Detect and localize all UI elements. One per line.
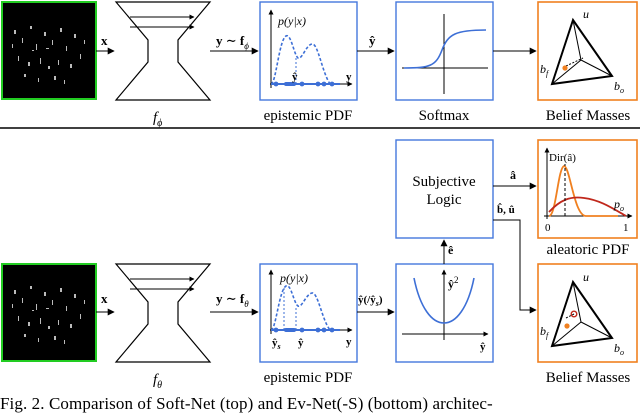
aleatoric-pdf-box: Dir(â) po 0 1 — [537, 139, 638, 239]
top-belief-bo: bo — [614, 79, 624, 95]
top-yhat-arrow-label: ŷ — [369, 33, 376, 48]
top-x-label: x — [101, 33, 108, 48]
bottom-epistemic-pdf-box: p(y|x) ŷs ŷ y — [259, 263, 358, 363]
bottom-input-image — [1, 263, 97, 362]
bottom-yhat-arrow-label: ŷ(/ŷs) — [358, 294, 383, 308]
dir-tick-1: 1 — [623, 222, 629, 234]
bottom-square-box: ŷ2 ŷ — [395, 263, 494, 363]
top-belief-caption: Belief Masses — [546, 108, 631, 124]
top-pipeline: x fϕ y ∼ fϕ p(y|x) ŷ y — [1, 1, 638, 129]
bottom-pdf-yhat: ŷ — [298, 337, 304, 349]
top-softmax-box — [395, 1, 494, 101]
bottom-bu-label: b̂, û — [497, 203, 515, 216]
bottom-pdf-y: y — [346, 336, 352, 348]
bottom-belief-u: u — [583, 270, 589, 284]
square-func-label: ŷ2 — [448, 275, 459, 291]
bottom-belief-bf: bf — [540, 324, 550, 340]
bottom-belief-bo: bo — [614, 341, 624, 357]
top-sample-label: y ∼ fϕ — [216, 33, 249, 51]
bottom-pipeline: x fθ y ∼ fθ p(y|x) ŷs ŷ y — [1, 139, 638, 391]
square-axis-label: ŷ — [480, 341, 486, 353]
bottom-belief-caption: Belief Masses — [546, 370, 631, 386]
logic-line-1: Subjective — [412, 174, 476, 190]
bottom-x-label: x — [101, 291, 108, 306]
dir-label: Dir(â) — [549, 152, 576, 164]
top-pdf-yhat: ŷ — [292, 71, 298, 83]
top-encoder — [114, 1, 212, 101]
top-encoder-label: fϕ — [153, 110, 162, 129]
bottom-encoder — [114, 263, 212, 363]
bottom-encoder-label: fθ — [153, 372, 162, 391]
top-belief-bf: bf — [540, 62, 550, 78]
top-epistemic-caption: epistemic PDF — [264, 108, 353, 124]
bottom-pdf-yhat-s: ŷs — [272, 337, 281, 351]
figure-caption: Fig. 2. Comparison of Soft-Net (top) and… — [0, 394, 493, 413]
noise-texture — [12, 26, 85, 84]
top-softmax-caption: Softmax — [419, 108, 470, 124]
subjective-logic-box: Subjective Logic — [395, 139, 494, 239]
noise-texture — [12, 286, 85, 344]
bottom-belief-box: u bf bo — [537, 263, 638, 363]
top-epistemic-pdf-box: p(y|x) ŷ y — [259, 1, 358, 101]
bottom-sample-label: y ∼ fθ — [216, 291, 249, 309]
aleatoric-caption: aleatoric PDF — [547, 242, 630, 258]
bottom-epistemic-caption: epistemic PDF — [264, 370, 353, 386]
top-input-image — [1, 1, 97, 100]
dir-po-label: po — [613, 197, 624, 213]
bottom-a-label: â — [510, 168, 516, 182]
logic-line-2: Logic — [427, 192, 462, 208]
top-pdf-func-label: p(y|x) — [277, 14, 306, 28]
top-pdf-y: y — [346, 71, 352, 83]
bottom-e-label: ê — [448, 243, 454, 257]
dir-tick-0: 0 — [545, 222, 551, 234]
bottom-pdf-func-label: p(y|x) — [279, 271, 308, 285]
top-belief-u: u — [583, 7, 589, 21]
top-belief-box: u bf bo — [537, 1, 638, 101]
